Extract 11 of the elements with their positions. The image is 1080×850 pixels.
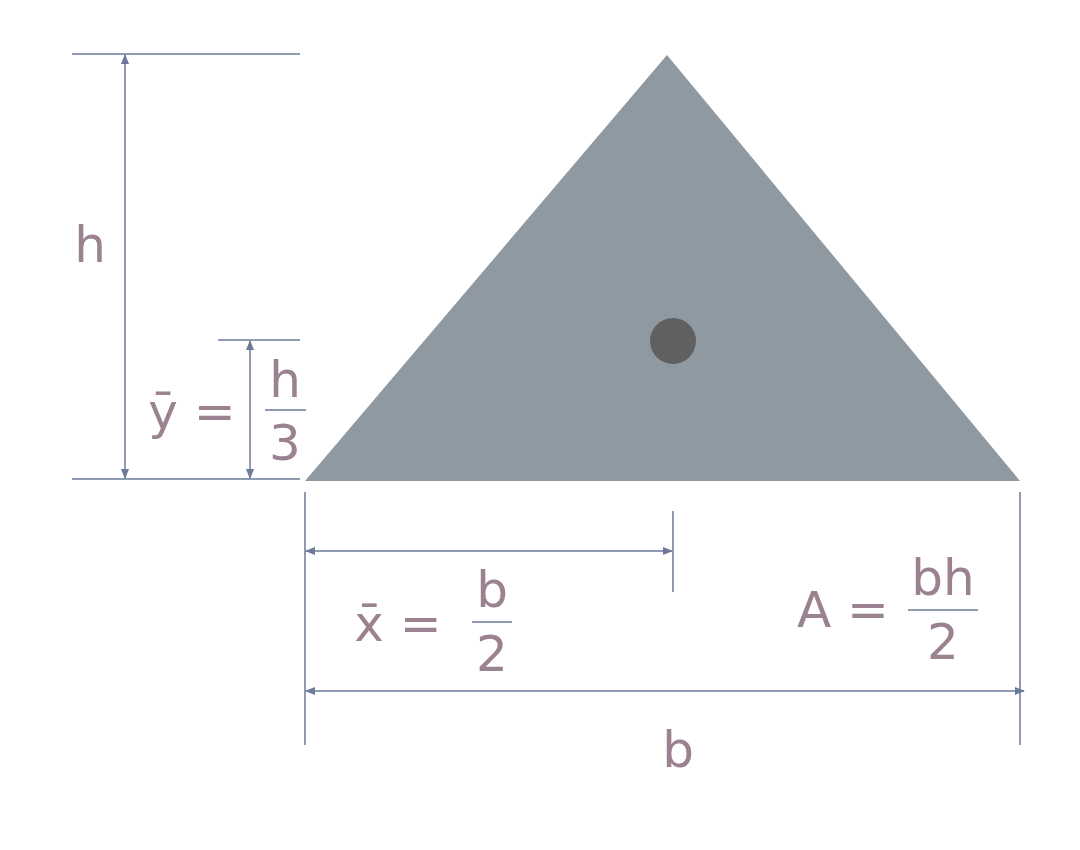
numerator: h [269, 355, 301, 405]
denominator: 2 [476, 629, 508, 679]
dimension-label: b [662, 725, 694, 775]
formula-text: ȳ = [148, 387, 236, 437]
formula-text: x̄ = [354, 599, 442, 649]
numerator: b [476, 565, 508, 615]
denominator: 3 [269, 418, 301, 468]
dimension-label: h [74, 220, 106, 270]
formula-text: A = [797, 585, 889, 635]
numerator: bh [911, 553, 975, 603]
denominator: 2 [927, 617, 959, 667]
